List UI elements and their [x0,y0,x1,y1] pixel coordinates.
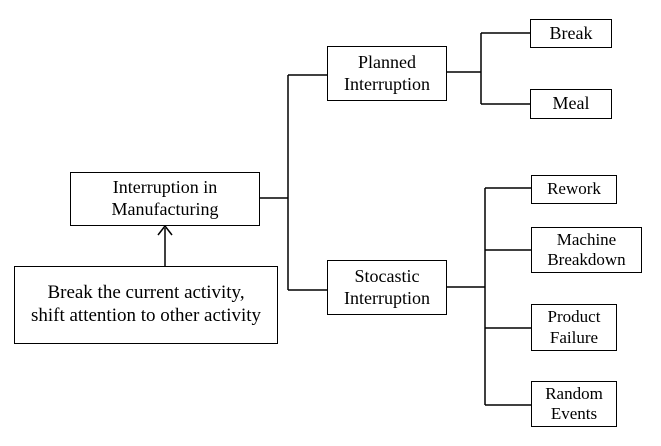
meal-label: Meal [552,93,590,114]
root-node-line2: Manufacturing [111,199,219,219]
machine-breakdown-box: Machine Breakdown [531,227,642,273]
random-events-box: Random Events [531,381,617,427]
product-failure-line2: Failure [549,327,599,347]
definition-note-box: Break the current activity, shift attent… [14,266,278,344]
random-events-line1: Random [545,383,603,403]
stocastic-interruption-line2: Interruption [344,287,430,308]
definition-note-line2: shift attention to other activity [30,305,262,326]
stocastic-interruption-box: Stocastic Interruption [327,260,447,315]
root-node-line1: Interruption in [112,177,218,198]
rework-box: Rework [531,175,617,204]
random-events-line2: Events [550,404,598,423]
planned-interruption-line2: Interruption [344,73,430,94]
definition-note-line1: Break the current activity, [47,282,245,304]
arrow-head [157,224,173,236]
product-failure-box: Product Failure [531,304,617,351]
planned-interruption-box: Planned Interruption [327,46,447,101]
root-node-box: Interruption in Manufacturing [70,172,260,226]
rework-label: Rework [547,179,601,199]
product-failure-line1: Product [547,307,601,327]
planned-interruption-line1: Planned [358,51,416,72]
meal-box: Meal [530,89,612,119]
break-box: Break [530,19,612,48]
stocastic-interruption-line1: Stocastic [354,265,420,286]
machine-breakdown-line2: Breakdown [547,250,626,269]
machine-breakdown-line1: Machine [556,229,617,249]
break-label: Break [549,22,593,43]
